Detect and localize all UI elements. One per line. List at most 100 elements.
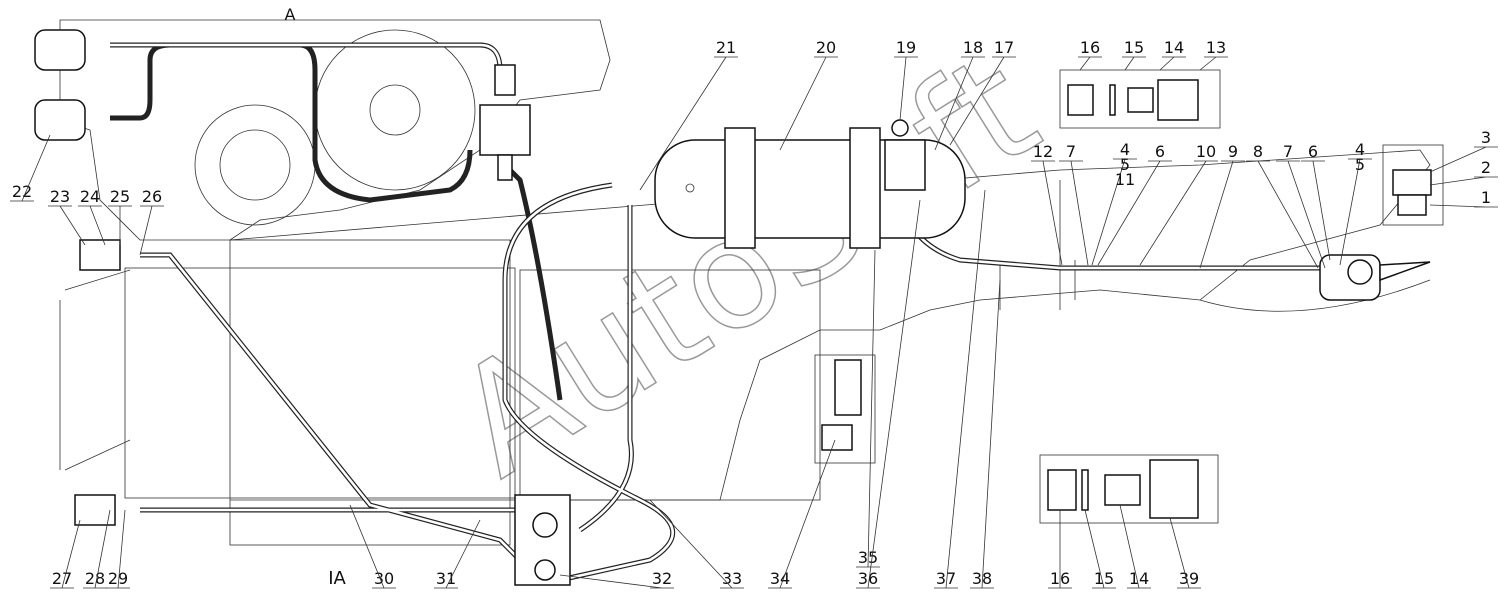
leader-line — [1301, 160, 1331, 261]
leader-line — [1078, 56, 1102, 71]
air-receiver-tank — [654, 127, 966, 249]
leader-line — [649, 499, 744, 589]
leader-line — [1429, 146, 1498, 173]
brake-valve — [514, 494, 571, 586]
callout-10: 10 — [1196, 142, 1216, 161]
detail-views — [814, 69, 1444, 524]
watermark: AutoSoft — [426, 21, 1066, 511]
callout-6: 6 — [1308, 142, 1318, 161]
leader-line — [1097, 160, 1172, 266]
callout-12: 12 — [1033, 142, 1053, 161]
leader-line — [10, 134, 51, 202]
leader-line — [1276, 160, 1326, 269]
leader-line — [856, 249, 880, 568]
leader-line — [1199, 160, 1245, 269]
svg-text:AutoSoft: AutoSoft — [427, 22, 1066, 511]
leader-line — [48, 205, 86, 246]
leader-line — [768, 439, 836, 589]
leader-line — [1084, 509, 1116, 589]
callout-25: 25 — [110, 187, 130, 206]
drain-valve — [884, 119, 926, 191]
callout-2: 2 — [1481, 158, 1491, 177]
leader-line — [1246, 160, 1319, 269]
callout-9: 9 — [1228, 142, 1238, 161]
leader-line — [1429, 204, 1498, 208]
callout-21: 21 — [716, 38, 736, 57]
view-label: A — [285, 5, 296, 24]
callout-8: 8 — [1253, 142, 1263, 161]
section-label: IA — [328, 568, 346, 589]
leader-line — [106, 509, 130, 589]
callout-39: 39 — [1179, 569, 1199, 588]
leader-line — [434, 519, 481, 589]
callout-7: 7 — [1283, 142, 1293, 161]
leader-line — [1048, 510, 1072, 589]
leader-line — [1169, 517, 1201, 589]
leader-line — [349, 504, 396, 589]
leader-line — [1119, 504, 1151, 589]
callout-15: 15 — [1124, 38, 1144, 57]
callout-37: 37 — [936, 569, 956, 588]
leader-line — [78, 205, 106, 246]
callout-14: 14 — [1129, 569, 1149, 588]
leader-line — [559, 574, 674, 589]
leader-line — [108, 205, 132, 245]
leader-line — [139, 205, 164, 256]
leader-line — [1199, 56, 1228, 71]
leader-line — [83, 509, 111, 589]
coupling-heads — [34, 29, 121, 526]
callout-33: 33 — [722, 569, 742, 588]
leader-line — [50, 519, 81, 589]
callout-7: 7 — [1066, 142, 1076, 161]
callout-5: 5 — [1120, 155, 1130, 174]
leader-line — [894, 56, 918, 121]
callout-23: 23 — [50, 187, 70, 206]
callout-3: 3 — [1481, 128, 1491, 147]
callout-28: 28 — [85, 569, 105, 588]
callout-32: 32 — [652, 569, 672, 588]
callout-34: 34 — [770, 569, 790, 588]
callout-26: 26 — [142, 187, 162, 206]
brake-chamber — [1319, 254, 1431, 301]
callout-15: 15 — [1094, 569, 1114, 588]
leader-line — [1031, 160, 1063, 266]
leader-line — [856, 199, 921, 589]
callout-38: 38 — [972, 569, 992, 588]
callout-4: 4 — [1355, 140, 1365, 159]
callout-30: 30 — [374, 569, 394, 588]
callout-19: 19 — [896, 38, 916, 57]
leader-line — [1059, 160, 1089, 266]
callout-14: 14 — [1164, 38, 1184, 57]
leader-line — [1122, 56, 1146, 71]
callout-24: 24 — [80, 187, 100, 206]
callout-36: 36 — [858, 569, 878, 588]
callout-20: 20 — [816, 38, 836, 57]
leader-line — [1339, 158, 1372, 266]
callout-11: 11 — [1115, 170, 1135, 189]
callout-5: 5 — [1355, 155, 1365, 174]
callout-16: 16 — [1080, 38, 1100, 57]
callout-17: 17 — [994, 38, 1014, 57]
leader-line — [970, 279, 1001, 589]
leader-line — [1159, 56, 1186, 71]
callout-27: 27 — [52, 569, 72, 588]
callout-13: 13 — [1206, 38, 1226, 57]
callout-6: 6 — [1155, 142, 1165, 161]
leader-line — [779, 56, 838, 151]
leader-line — [934, 56, 985, 151]
leader-line — [1429, 176, 1498, 186]
callout-4: 4 — [1120, 140, 1130, 159]
callout-18: 18 — [963, 38, 983, 57]
pressure-regulator — [479, 64, 531, 181]
leader-line — [1091, 158, 1137, 266]
leader-line — [1139, 160, 1218, 266]
callout-29: 29 — [108, 569, 128, 588]
callout-22: 22 — [12, 182, 32, 201]
callout-31: 31 — [436, 569, 456, 588]
leader-line — [949, 56, 1016, 146]
callout-1: 1 — [1481, 188, 1491, 207]
leader-line — [934, 189, 986, 589]
